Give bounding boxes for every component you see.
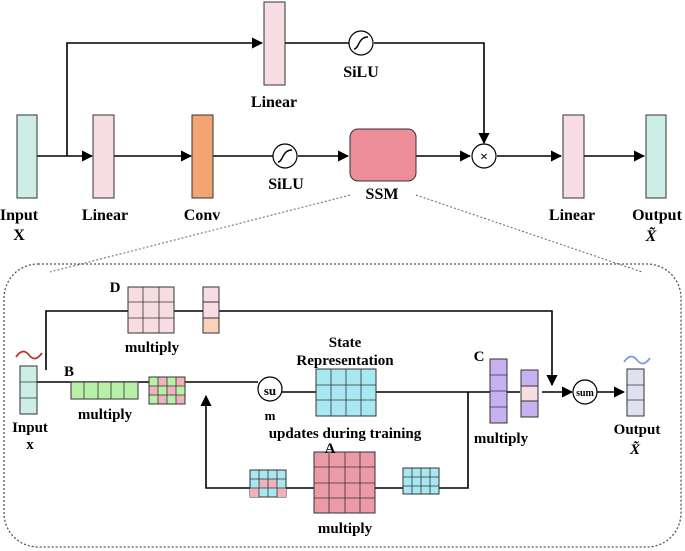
zoom-line-right bbox=[415, 194, 643, 273]
b-matrix bbox=[70, 381, 139, 400]
input-wave-icon bbox=[15, 350, 43, 360]
b-multiply-label: multiply bbox=[78, 407, 133, 423]
silu-gate-icon bbox=[348, 30, 374, 56]
multiply-node: × bbox=[471, 143, 497, 169]
detail-output-var: X̃ bbox=[629, 440, 641, 458]
gate-linear-block bbox=[263, 1, 286, 86]
updates-label: updates during training bbox=[269, 426, 422, 442]
output-wave-icon bbox=[623, 355, 651, 365]
silu-main-label: SiLU bbox=[268, 176, 304, 193]
d-matrix bbox=[127, 286, 175, 334]
input-block bbox=[16, 114, 38, 199]
input-x-vector bbox=[19, 365, 38, 415]
input-label: Input bbox=[0, 207, 39, 224]
state-representation-grid bbox=[315, 368, 377, 417]
output-label: Output bbox=[632, 207, 682, 224]
linear-block bbox=[92, 114, 115, 199]
c-matrix bbox=[489, 358, 508, 424]
bx-product-grid bbox=[148, 376, 186, 405]
a-multiply-label: multiply bbox=[318, 521, 373, 537]
wire-input-to-gate-linear bbox=[66, 37, 264, 156]
ch-vector bbox=[520, 369, 539, 418]
d-label: D bbox=[110, 280, 121, 296]
state-label-1: State bbox=[329, 335, 362, 351]
multiply-symbol: × bbox=[480, 150, 488, 165]
dx-vector bbox=[202, 286, 220, 334]
detail-input-label: Input bbox=[12, 420, 48, 436]
output-linear-label: Linear bbox=[549, 207, 595, 224]
conv-label: Conv bbox=[184, 207, 220, 224]
output-var: X̃ bbox=[645, 226, 657, 245]
silu-gate-label: SiLU bbox=[343, 64, 379, 81]
state-copy-grid bbox=[402, 467, 440, 495]
state-label-2: Representation bbox=[296, 353, 394, 369]
a-label: A bbox=[325, 441, 336, 457]
sum-left-text-tail: m bbox=[265, 408, 276, 423]
detail-input-var: x bbox=[26, 437, 34, 453]
sum-node-left: su bbox=[257, 376, 283, 402]
input-var: X bbox=[13, 227, 25, 244]
ssm-block bbox=[349, 128, 417, 182]
b-label: B bbox=[64, 364, 74, 380]
ssm-label: SSM bbox=[366, 186, 399, 203]
linear-label: Linear bbox=[82, 207, 128, 224]
silu-main-icon bbox=[272, 143, 298, 169]
output-block bbox=[645, 114, 667, 199]
gate-linear-label: Linear bbox=[251, 94, 297, 111]
c-multiply-label: multiply bbox=[474, 431, 529, 447]
c-label: C bbox=[474, 349, 485, 365]
ssm-detail-panel bbox=[3, 263, 682, 548]
sum-node-right: sum bbox=[572, 379, 598, 405]
output-linear-block bbox=[562, 114, 585, 199]
output-x-vector bbox=[626, 368, 645, 417]
ah-product-grid bbox=[249, 469, 287, 498]
sum-left-text: su bbox=[264, 383, 276, 398]
wire-d-skip bbox=[45, 310, 558, 387]
d-multiply-label: multiply bbox=[125, 340, 180, 356]
detail-output-label: Output bbox=[614, 422, 661, 438]
sum-right-text: sum bbox=[576, 388, 594, 399]
wire-gate-to-multiply bbox=[374, 42, 490, 145]
a-matrix bbox=[313, 451, 376, 514]
conv-block bbox=[191, 114, 214, 199]
